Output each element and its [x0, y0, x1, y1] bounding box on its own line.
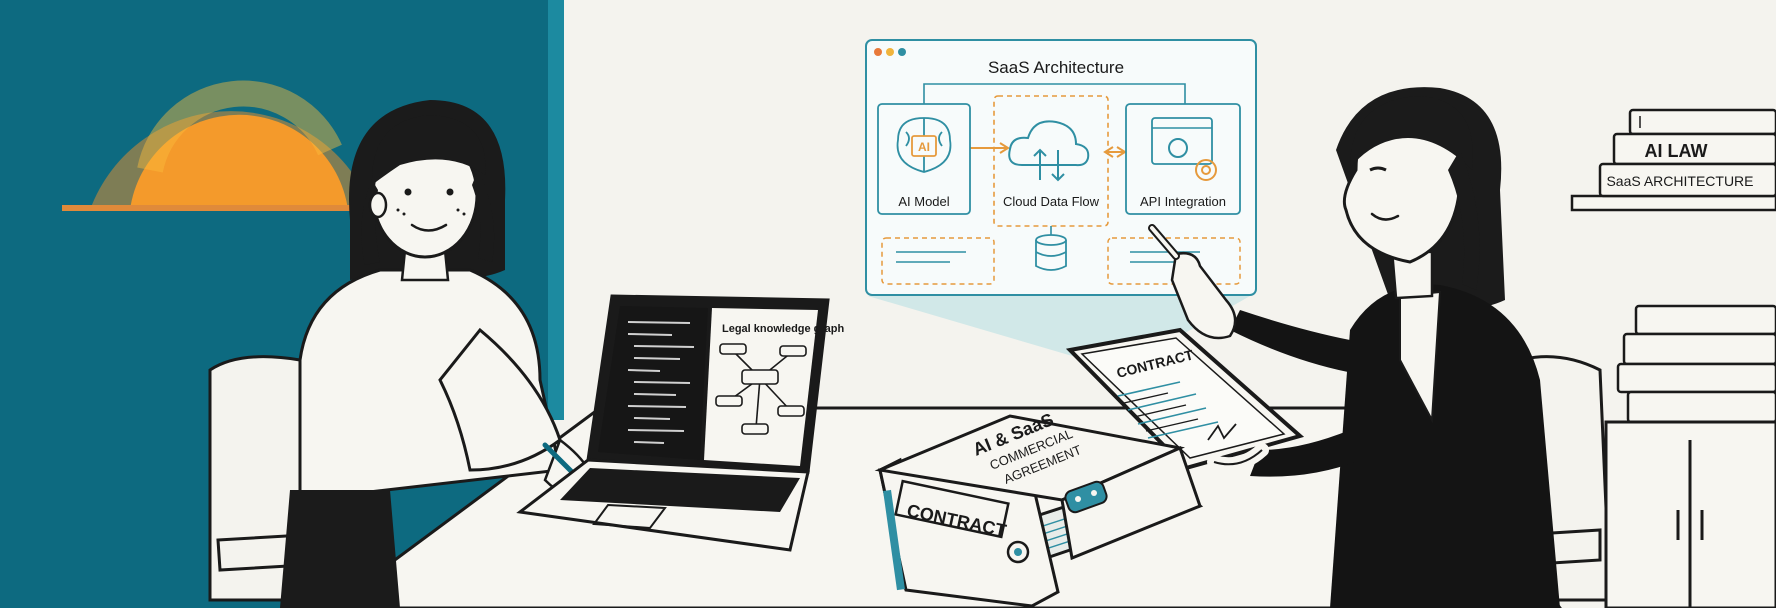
knowledge-graph-icon — [715, 343, 807, 435]
teal-wall-edge — [548, 0, 564, 420]
book-stack-cabinet — [1616, 304, 1776, 424]
laptop: Legal knowledge graph — [516, 294, 845, 552]
book-spine-ai-law: AI LAW — [1645, 141, 1708, 161]
laptop-screen-label: Legal knowledge graph — [722, 323, 845, 335]
node-api-integration-label: API Integration — [1140, 194, 1226, 209]
node-ai-model-label: AI Model — [898, 194, 949, 209]
database-icon — [1035, 234, 1067, 271]
book-spine-saas-architecture: SaaS ARCHITECTURE — [1606, 173, 1753, 189]
node-cloud-data-flow — [993, 95, 1109, 227]
window-dot-teal — [898, 48, 906, 56]
saas-diagram: SaaS Architecture AI AI Model Cloud Data… — [865, 39, 1257, 296]
window-dot-yellow — [886, 48, 894, 56]
hologram-beam — [868, 296, 1250, 370]
gear-window-icon — [1151, 117, 1217, 181]
blazer — [1330, 284, 1560, 608]
book-stack-top — [1598, 108, 1776, 198]
cabinet — [1604, 420, 1776, 608]
cloud-icon — [1008, 120, 1090, 182]
left-person — [280, 100, 608, 608]
diagram-title: SaaS Architecture — [988, 58, 1124, 77]
right-person — [1148, 87, 1560, 608]
sunset-icon — [62, 80, 372, 211]
tablet: CONTRACT — [1065, 327, 1305, 472]
node-ai-glyph: AI — [918, 140, 930, 154]
wall-shelf — [1570, 194, 1776, 212]
node-cloud-data-flow-label: Cloud Data Flow — [1003, 194, 1100, 209]
contract-binder: AI & SaaS COMMERCIAL AGREEMENT CONTRACT — [874, 409, 1204, 608]
window-dot-orange — [874, 48, 882, 56]
robot-badge-icon — [1064, 480, 1108, 514]
